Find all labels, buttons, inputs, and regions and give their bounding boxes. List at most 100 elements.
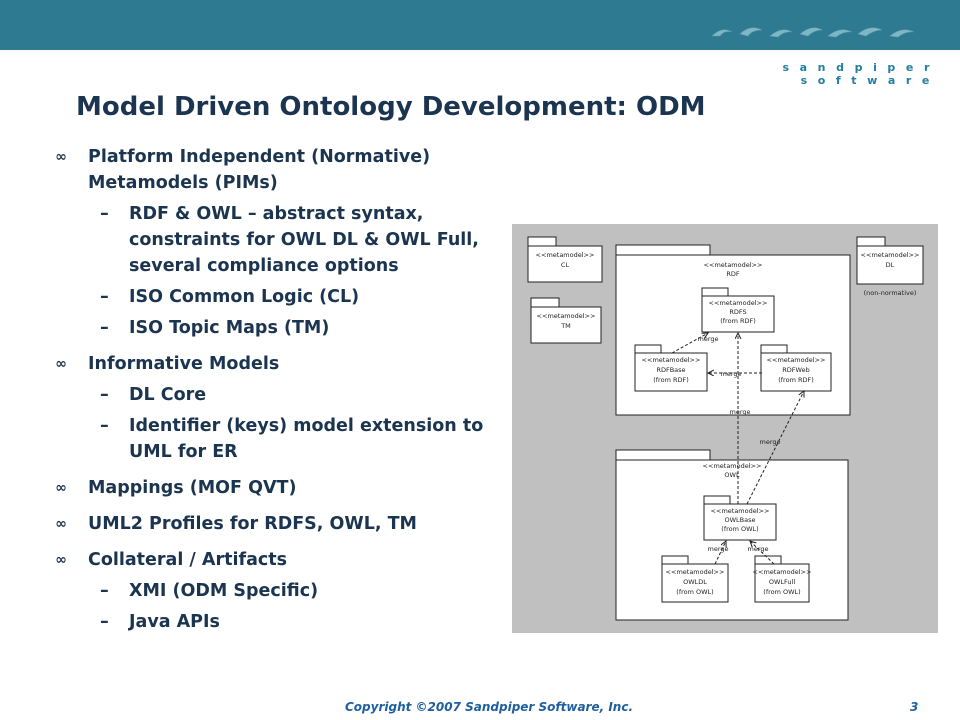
infinity-bullet-icon: ∞ bbox=[55, 552, 67, 568]
merge-arrow bbox=[746, 391, 804, 505]
owlbase-package-name: OWLBase bbox=[725, 516, 756, 524]
rdfs-package-name: RDFS bbox=[729, 308, 746, 316]
rdfweb-package-name: RDFWeb bbox=[782, 366, 809, 374]
bullet-text: UML2 Profiles for RDFS, OWL, TM bbox=[88, 514, 417, 534]
footer-copyright: Copyright ©2007 Sandpiper Software, Inc. bbox=[345, 700, 634, 714]
rdfbase-package bbox=[634, 352, 708, 392]
infinity-bullet-icon: ∞ bbox=[55, 149, 67, 165]
page-number: 3 bbox=[910, 700, 919, 714]
rdfweb-package bbox=[760, 352, 832, 392]
dash-bullet-icon: – bbox=[100, 581, 109, 601]
tm-package bbox=[530, 306, 602, 344]
dash-bullet-icon: – bbox=[100, 204, 109, 224]
dl-note: (non-normative) bbox=[864, 289, 917, 297]
owlfull-package-name: OWLFull bbox=[769, 578, 795, 586]
odm-package-diagram: <<metamodel>> CL <<metamodel>> TM <<meta… bbox=[512, 224, 938, 633]
dash-bullet-icon: – bbox=[100, 416, 109, 436]
cl-package-name: CL bbox=[561, 261, 570, 269]
merge-label: merge bbox=[747, 545, 768, 553]
stereotype-label: <<metamodel>> bbox=[666, 568, 725, 576]
merge-arrow bbox=[750, 541, 775, 565]
sub-bullet-text: DL Core bbox=[129, 385, 207, 405]
sandpiper-birds-icon bbox=[711, 27, 915, 38]
dl-package-tab bbox=[856, 236, 886, 247]
rdfbase-package-name: RDFBase bbox=[656, 366, 685, 374]
bullet-item: ∞ Collateral / Artifacts bbox=[50, 547, 520, 573]
merge-label: merge bbox=[697, 335, 718, 343]
slide-title: Model Driven Ontology Development: ODM bbox=[76, 92, 706, 122]
infinity-bullet-icon: ∞ bbox=[55, 516, 67, 532]
sub-bullet-text: ISO Common Logic (CL) bbox=[129, 287, 360, 307]
sub-bullet-item: – XMI (ODM Specific) bbox=[50, 578, 520, 604]
stereotype-label: <<metamodel>> bbox=[642, 356, 701, 364]
stereotype-label: <<metamodel>> bbox=[704, 261, 763, 269]
sub-bullet-text: RDF & OWL – abstract syntax, constraints… bbox=[129, 204, 479, 276]
owlfull-package-tab bbox=[754, 555, 782, 565]
owldl-package-tab bbox=[661, 555, 689, 565]
bullet-list: ∞ Platform Independent (Normative) Metam… bbox=[50, 144, 520, 635]
stereotype-label: <<metamodel>> bbox=[536, 251, 595, 259]
stereotype-label: <<metamodel>> bbox=[537, 312, 596, 320]
merge-label: merge bbox=[720, 370, 741, 378]
stereotype-label: <<metamodel>> bbox=[861, 251, 920, 259]
bullet-text: Mappings (MOF QVT) bbox=[88, 478, 297, 498]
owldl-package-name: OWLDL bbox=[683, 578, 707, 586]
cl-package-tab bbox=[527, 236, 557, 247]
dash-bullet-icon: – bbox=[100, 385, 109, 405]
dash-bullet-icon: – bbox=[100, 318, 109, 338]
sub-bullet-item: – ISO Common Logic (CL) bbox=[50, 284, 520, 310]
sub-bullet-text: Identifier (keys) model extension to UML… bbox=[129, 416, 484, 462]
bullet-item: ∞ Mappings (MOF QVT) bbox=[50, 475, 520, 501]
rdfbase-from-label: (from RDF) bbox=[653, 376, 689, 384]
tm-package-name: TM bbox=[560, 322, 571, 330]
dash-bullet-icon: – bbox=[100, 287, 109, 307]
merge-arrow bbox=[671, 333, 708, 354]
package-diagram-svg: <<metamodel>> CL <<metamodel>> TM <<meta… bbox=[527, 236, 924, 621]
merge-label: merge bbox=[729, 408, 750, 416]
bullet-item: ∞ UML2 Profiles for RDFS, OWL, TM bbox=[50, 511, 520, 537]
bullet-text: Platform Independent (Normative) Metamod… bbox=[88, 147, 431, 193]
owldl-from-label: (from OWL) bbox=[676, 588, 713, 596]
stereotype-label: <<metamodel>> bbox=[753, 568, 812, 576]
bullet-item: ∞ Platform Independent (Normative) Metam… bbox=[50, 144, 520, 196]
merge-label: merge bbox=[707, 545, 728, 553]
brand-wordmark: sandpiper software bbox=[782, 61, 940, 87]
stereotype-label: <<metamodel>> bbox=[767, 356, 826, 364]
owlfull-from-label: (from OWL) bbox=[763, 588, 800, 596]
stereotype-label: <<metamodel>> bbox=[711, 507, 770, 515]
owl-package-tab bbox=[615, 449, 711, 461]
sub-bullet-item: – RDF & OWL – abstract syntax, constrain… bbox=[50, 201, 520, 279]
cl-package bbox=[527, 245, 603, 283]
header-bar bbox=[0, 0, 960, 50]
owl-package-name: OWL bbox=[724, 471, 740, 479]
dl-package bbox=[856, 245, 924, 285]
dash-bullet-icon: – bbox=[100, 612, 109, 632]
stereotype-label: <<metamodel>> bbox=[703, 462, 762, 470]
infinity-bullet-icon: ∞ bbox=[55, 480, 67, 496]
dl-package-name: DL bbox=[886, 261, 895, 269]
rdfs-from-label: (from RDF) bbox=[720, 317, 756, 325]
rdfweb-package-tab bbox=[760, 344, 788, 354]
merge-label: merge bbox=[759, 438, 780, 446]
sub-bullet-text: Java APIs bbox=[129, 612, 220, 632]
rdf-package-name: RDF bbox=[726, 270, 740, 278]
bullet-text: Informative Models bbox=[88, 354, 280, 374]
rdfs-package-tab bbox=[701, 287, 729, 297]
stereotype-label: <<metamodel>> bbox=[709, 299, 768, 307]
sub-bullet-item: – ISO Topic Maps (TM) bbox=[50, 315, 520, 341]
sub-bullet-text: ISO Topic Maps (TM) bbox=[129, 318, 330, 338]
bullet-text: Collateral / Artifacts bbox=[88, 550, 288, 570]
owlbase-package-tab bbox=[703, 495, 731, 505]
rdfbase-package-tab bbox=[634, 344, 662, 354]
merge-arrow bbox=[714, 541, 726, 565]
rdf-package-tab bbox=[615, 244, 711, 256]
bullet-item: ∞ Informative Models bbox=[50, 351, 520, 377]
owldl-package bbox=[661, 563, 729, 603]
rdfweb-from-label: (from RDF) bbox=[778, 376, 814, 384]
owlfull-package bbox=[754, 563, 810, 603]
owlbase-from-label: (from OWL) bbox=[721, 525, 758, 533]
infinity-bullet-icon: ∞ bbox=[55, 356, 67, 372]
sub-bullet-item: – Identifier (keys) model extension to U… bbox=[50, 413, 520, 465]
owlbase-package bbox=[703, 503, 777, 541]
sub-bullet-item: – DL Core bbox=[50, 382, 520, 408]
